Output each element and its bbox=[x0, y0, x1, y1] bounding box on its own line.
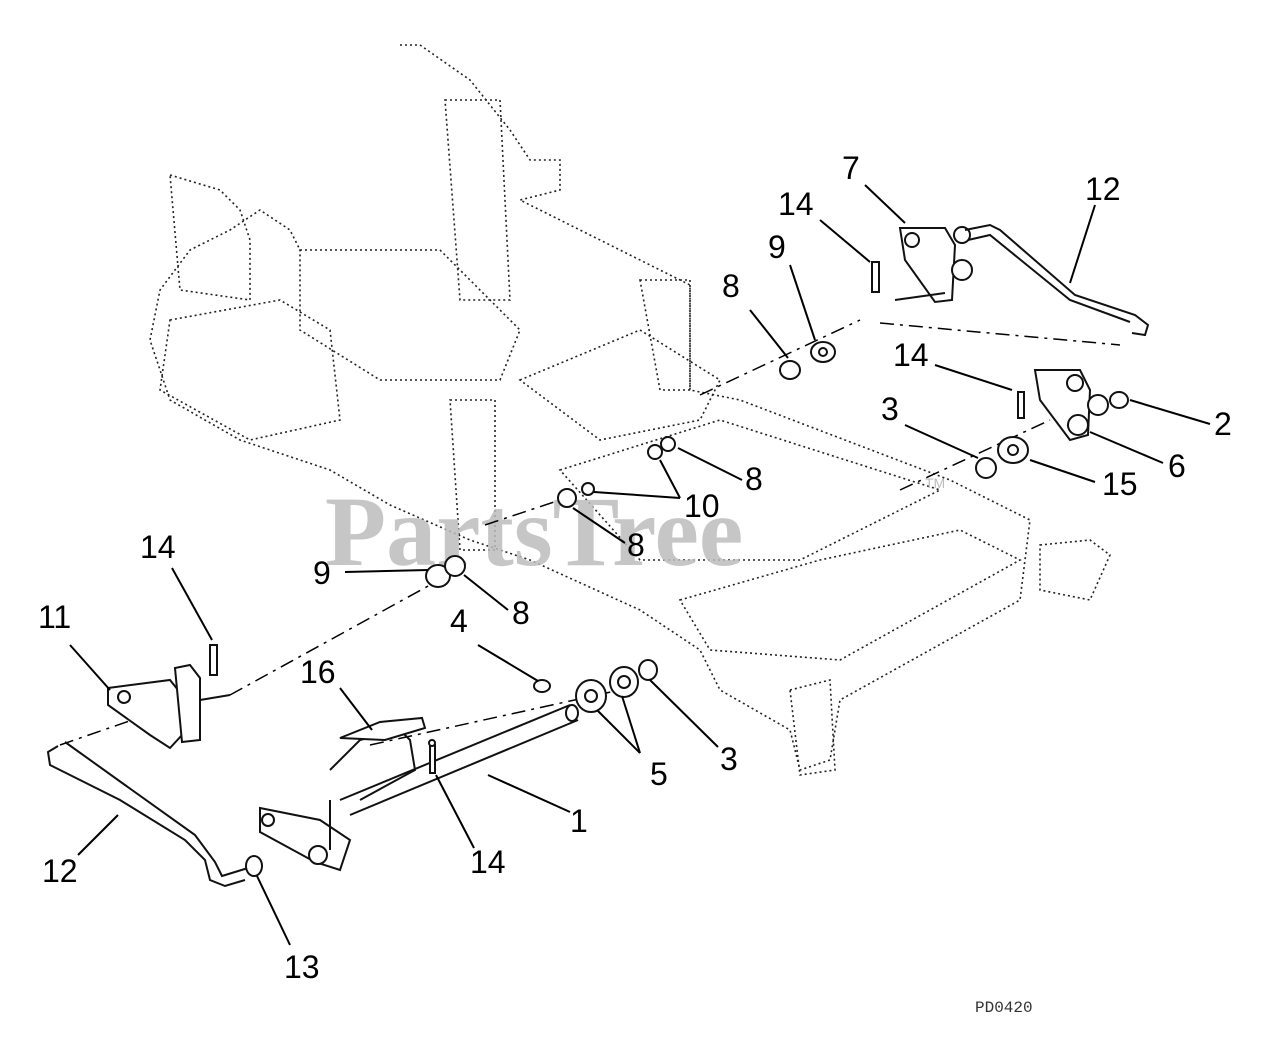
callout-9-upper: 9 bbox=[768, 229, 786, 265]
callout-5: 5 bbox=[650, 756, 668, 792]
left-bell-crank-11 bbox=[107, 644, 231, 750]
callout-12-upper: 12 bbox=[1085, 171, 1121, 207]
callout-4: 4 bbox=[450, 603, 468, 639]
callout-8-mid: 8 bbox=[745, 461, 763, 497]
lower-bell-crank-6 bbox=[1033, 369, 1109, 442]
assembly-axis-lines bbox=[59, 319, 1121, 746]
callout-11: 11 bbox=[38, 599, 71, 635]
callout-7: 7 bbox=[842, 150, 860, 186]
callout-3-lower: 3 bbox=[720, 741, 738, 777]
callout-2: 2 bbox=[1214, 406, 1232, 442]
callout-14-upper: 14 bbox=[778, 186, 814, 222]
watermark-text: PartsTree bbox=[325, 476, 743, 587]
upper-bell-crank-7 bbox=[894, 226, 973, 304]
lower-hardware bbox=[428, 659, 658, 774]
drawing-code: PD0420 bbox=[975, 999, 1033, 1017]
drag-link-12-upper bbox=[964, 223, 1150, 337]
callout-8-left: 8 bbox=[512, 595, 530, 631]
callout-9-lower: 9 bbox=[313, 555, 331, 591]
callout-14-right: 14 bbox=[893, 337, 929, 373]
callout-6: 6 bbox=[1168, 448, 1186, 484]
control-shaft-1 bbox=[259, 704, 579, 872]
callout-labels: 7 12 14 9 8 14 2 3 6 15 8 10 8 9 8 14 11… bbox=[38, 150, 1232, 985]
callout-leader-lines bbox=[69, 184, 1211, 946]
chassis-frame-outline bbox=[149, 44, 1111, 776]
callout-3-upper: 3 bbox=[881, 391, 899, 427]
callout-14-lower: 14 bbox=[470, 844, 506, 880]
pedal-pad-16 bbox=[339, 716, 427, 742]
drag-link-12-lower bbox=[46, 741, 263, 888]
watermark-trademark: TM bbox=[925, 475, 945, 491]
callout-13: 13 bbox=[284, 949, 320, 985]
callout-14-left: 14 bbox=[140, 529, 176, 565]
callout-12-lower: 12 bbox=[42, 853, 78, 889]
callout-8-lower: 8 bbox=[627, 527, 645, 563]
callout-10: 10 bbox=[684, 488, 720, 524]
callout-15: 15 bbox=[1102, 466, 1138, 502]
callout-16: 16 bbox=[300, 654, 336, 690]
upper-pins-and-washers bbox=[425, 261, 1129, 588]
callout-8-upper: 8 bbox=[722, 268, 740, 304]
callout-1: 1 bbox=[570, 803, 588, 839]
